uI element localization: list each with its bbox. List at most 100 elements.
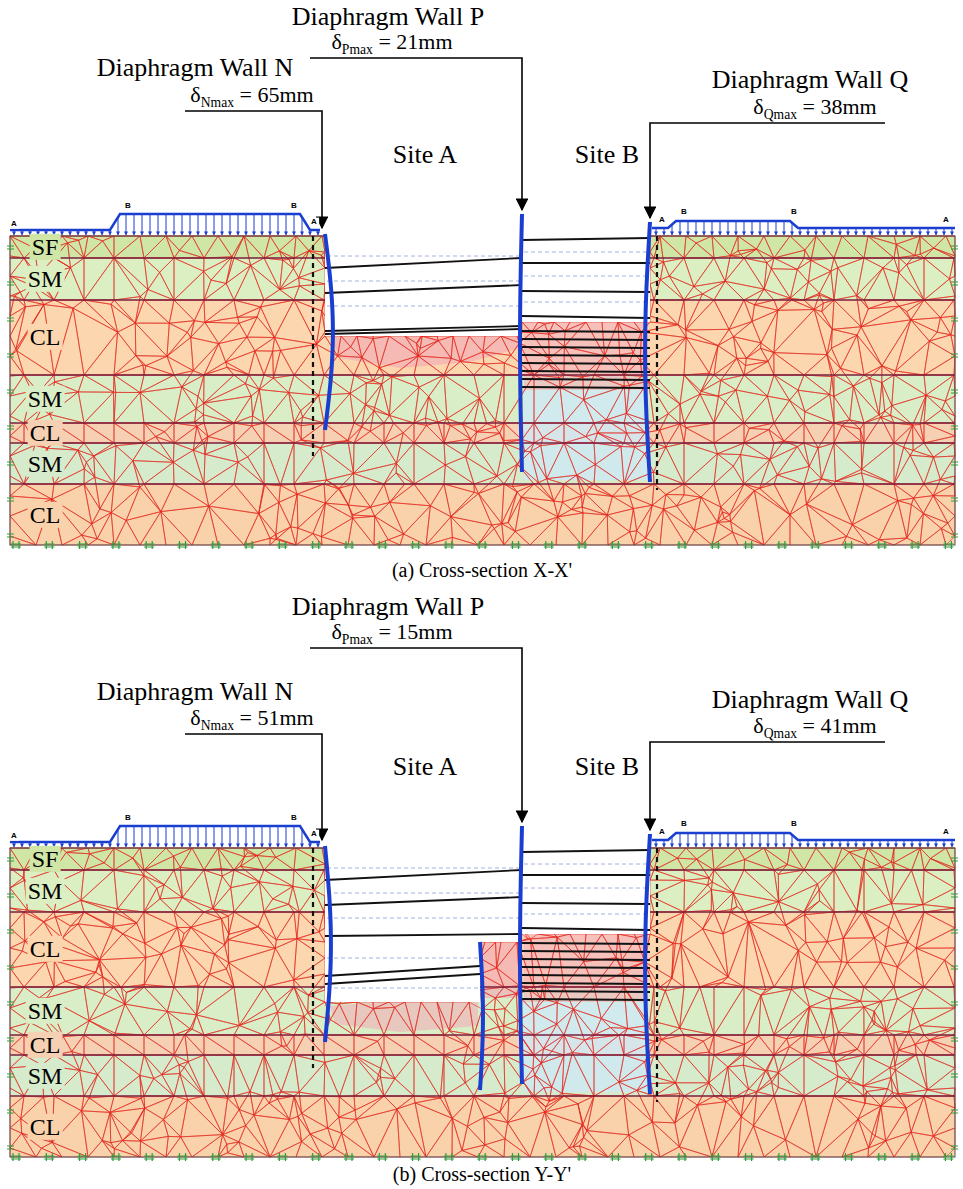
value: = 51mm [234,705,314,730]
stage-line [327,868,520,869]
load-arrow [832,840,833,847]
load-marker: B [289,202,299,211]
load-arrow [808,228,809,235]
strut [522,983,650,984]
displacement-value: δPmax = 15mm [331,620,452,644]
diaphragm-wall [480,942,483,1090]
load-arrow [118,217,119,235]
load-arrow [712,833,713,847]
load-arrow [134,826,135,847]
load-arrow [744,221,745,235]
load-arrow [928,228,929,235]
leader-line [650,742,885,830]
diaphragm-wall [325,234,333,430]
load-arrow [824,840,825,847]
soil-layer [10,484,955,545]
load-arrow [952,228,953,235]
load-arrow [856,840,857,847]
load-arrow [86,230,87,235]
soil-label: SM [26,1063,65,1089]
displacement-shading [330,1000,478,1032]
load-arrow [150,826,151,847]
symbol: δ [190,705,200,730]
strut [522,999,650,1000]
strut [522,850,650,852]
soil-label: CL [28,1114,63,1140]
load-arrow [102,842,103,847]
strut [522,262,650,264]
soil-label: SM [26,878,65,904]
load-arrow [294,214,295,235]
load-arrow [912,228,913,235]
load-arrow [222,826,223,847]
load-arrow [848,840,849,847]
subscript: Nmax [201,95,234,110]
load-arrow [872,840,873,847]
load-arrow [286,214,287,235]
load-arrow [760,221,761,235]
stage-line [327,306,520,307]
load-arrow [238,826,239,847]
diaphragm-wall [645,834,650,1094]
symbol: δ [331,619,341,644]
load-arrow [944,228,945,235]
load-marker: A [941,828,951,837]
load-marker: B [789,208,799,217]
displacement-value: δNmax = 51mm [190,706,313,730]
stage-line [327,918,520,919]
stage-line [524,276,648,277]
wall-label: Diaphragm Wall Q [712,686,909,715]
load-arrow [166,826,167,847]
load-arrow [118,829,119,847]
load-arrow [728,221,729,235]
initial-wall-line [312,848,314,1068]
load-arrow [840,840,841,847]
layer-boundary [10,374,955,375]
load-arrow [246,826,247,847]
load-arrow [888,840,889,847]
site-label: Site B [575,753,639,782]
load-arrow [896,228,897,235]
strut [522,928,650,930]
diaphragm-wall [325,846,331,1042]
symbol: δ [753,94,763,119]
caption: (a) Cross-section X-X' [392,559,572,581]
layer-boundary [10,1095,955,1096]
load-arrow [744,833,745,847]
strut [522,238,650,240]
surcharge-load [652,833,955,840]
load-arrow [872,228,873,235]
load-arrow [134,214,135,235]
load-arrow [696,833,697,847]
layer-boundary [10,483,955,484]
load-arrow [22,842,23,847]
initial-wall-line [656,848,658,1102]
subscript: Nmax [201,718,234,733]
strut [522,951,650,952]
strut [522,903,650,904]
soil-label: SF [30,846,61,872]
cross-section [7,648,958,1161]
load-arrow [864,840,865,847]
stage-line [327,893,520,894]
load-arrow [270,214,271,235]
load-marker: A [9,832,19,841]
value: = 38mm [797,94,877,119]
finite-element-mesh [10,848,955,1157]
load-arrow [808,840,809,847]
load-arrow [880,840,881,847]
stage-line [524,864,648,865]
strut [522,363,650,364]
load-marker: A [657,828,667,837]
displacement-value: δQmax = 38mm [753,95,876,119]
load-arrow [262,826,263,847]
strut [325,934,522,936]
load-marker: A [941,216,951,225]
strut [522,331,650,332]
stage-line [327,988,478,989]
load-arrow [206,826,207,847]
load-arrow [110,230,111,235]
leader-line [310,648,522,822]
value: = 21mm [373,29,453,54]
